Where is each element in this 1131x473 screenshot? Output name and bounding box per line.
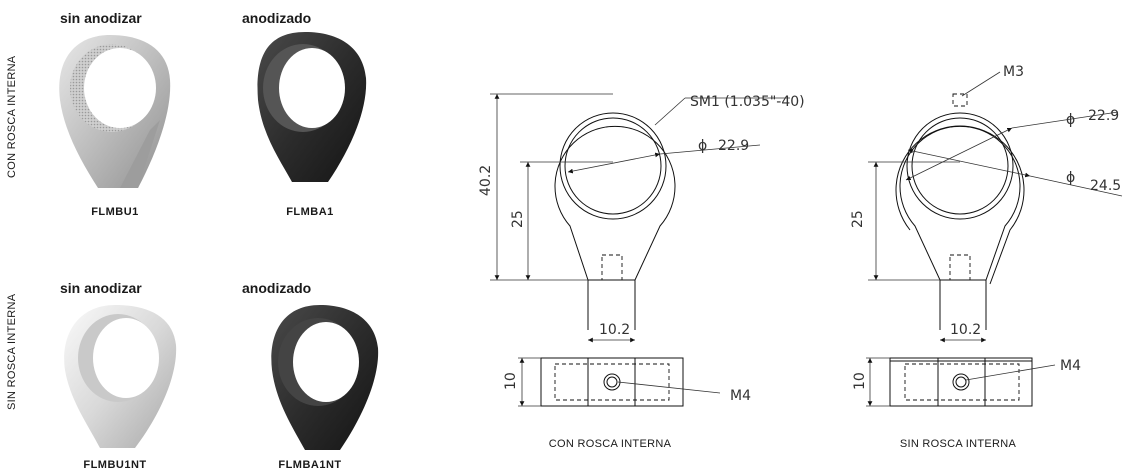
height-dim-1: 40.2 xyxy=(478,165,494,196)
diameter-value-1: 22.9 xyxy=(718,138,749,154)
caption-threaded: CON ROSCA INTERNA xyxy=(548,438,672,450)
center-height-dim-2: 25 xyxy=(850,210,866,228)
product-code-flmbu1: FLMBU1 xyxy=(91,206,139,218)
photo-flmba1 xyxy=(257,32,367,182)
photo-flmbu1nt xyxy=(64,305,177,448)
width-dim-1: 10.2 xyxy=(599,322,630,338)
screw-label-1: M4 xyxy=(730,388,751,404)
finish-label-plain-row2: sin anodizar xyxy=(60,280,142,296)
thread-spec-label: SM1 (1.035"-40) xyxy=(690,94,805,110)
finish-label-anodized-row2: anodizado xyxy=(242,280,312,296)
thickness-dim-2: 10 xyxy=(852,372,868,390)
drawing-unthreaded-side-view xyxy=(866,357,1056,407)
finish-label-anodized-row1: anodizado xyxy=(242,10,312,26)
top-screw-label: M3 xyxy=(1003,64,1024,80)
photo-flmba1nt xyxy=(271,305,379,450)
drawing-unthreaded-front-view xyxy=(868,71,1123,343)
drawing-threaded-front-view xyxy=(490,93,790,343)
screw-label-2: M4 xyxy=(1060,358,1081,374)
product-code-flmba1: FLMBA1 xyxy=(286,206,334,218)
diameter-symbol-1: ϕ xyxy=(698,138,707,154)
inner-diameter-value: 22.9 xyxy=(1088,108,1119,124)
drawing-threaded-side-view xyxy=(518,357,721,407)
photo-flmbu1 xyxy=(59,35,171,188)
caption-unthreaded: SIN ROSCA INTERNA xyxy=(899,438,1017,450)
outer-diameter-value: 24.5 xyxy=(1090,178,1121,194)
product-code-flmba1nt: FLMBA1NT xyxy=(278,459,342,471)
finish-label-plain-row1: sin anodizar xyxy=(60,10,142,26)
thickness-dim-1: 10 xyxy=(503,372,519,390)
diameter-symbol-2a: ϕ xyxy=(1066,112,1075,128)
diameter-symbol-2b: ϕ xyxy=(1066,170,1075,186)
width-dim-2: 10.2 xyxy=(950,322,981,338)
center-height-dim-1: 25 xyxy=(510,210,526,228)
product-code-flmbu1nt: FLMBU1NT xyxy=(83,459,147,471)
